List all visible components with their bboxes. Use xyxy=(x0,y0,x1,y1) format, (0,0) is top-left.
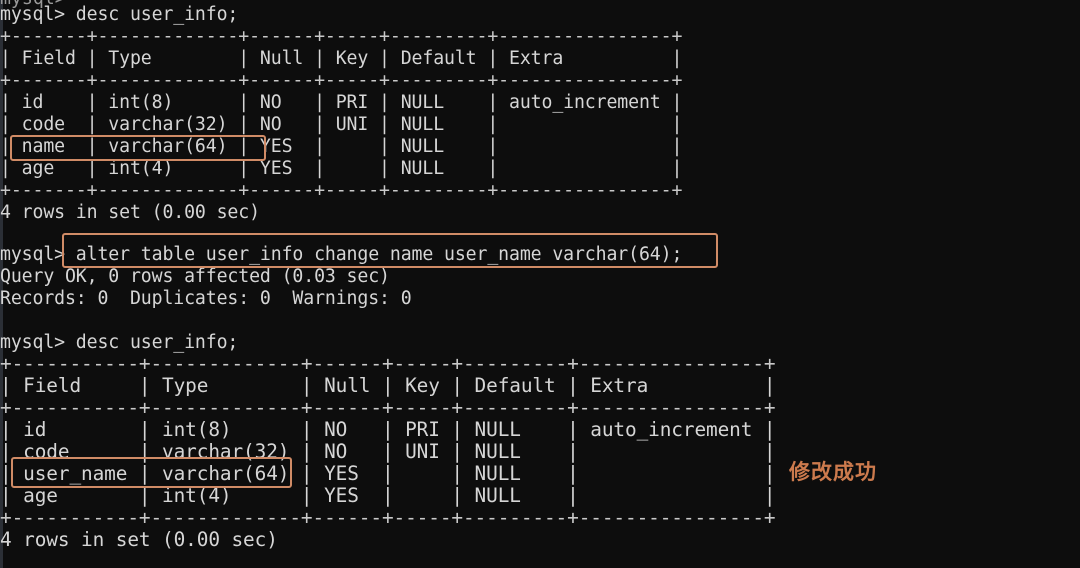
table1-rule-bottom: +-------+-------------+------+-----+----… xyxy=(0,180,683,201)
command-line-alter-table: mysql> alter table user_info change name… xyxy=(0,244,683,265)
table1-row-name: | name | varchar(64) | YES | | NULL | | xyxy=(0,136,683,157)
clipped-prompt-line: mysql> xyxy=(0,0,66,10)
table2-row-code: | code | varchar(32) | NO | UNI | NULL |… xyxy=(0,440,776,463)
table1-rule-header: +-------+-------------+------+-----+----… xyxy=(0,70,683,91)
table1-row-id: | id | int(8) | NO | PRI | NULL | auto_i… xyxy=(0,92,683,113)
terminal-left-gutter xyxy=(0,0,3,568)
table2-footer-rowcount: 4 rows in set (0.00 sec) xyxy=(0,528,278,551)
query-counters: Records: 0 Duplicates: 0 Warnings: 0 xyxy=(0,288,412,309)
annotation-modification-success: 修改成功 xyxy=(789,460,877,484)
table1-rule-top: +-------+-------------+------+-----+----… xyxy=(0,26,683,47)
table2-rule-header: +-----------+-------------+------+-----+… xyxy=(0,396,776,419)
table2-row-id: | id | int(8) | NO | PRI | NULL | auto_i… xyxy=(0,418,776,441)
table2-rule-bottom: +-----------+-------------+------+-----+… xyxy=(0,506,776,529)
command-line-desc-1: mysql> desc user_info; xyxy=(0,4,239,25)
table1-row-age: | age | int(4) | YES | | NULL | | xyxy=(0,158,683,179)
query-ok-status: Query OK, 0 rows affected (0.03 sec) xyxy=(0,266,390,287)
table2-row-age: | age | int(4) | YES | | NULL | | xyxy=(0,484,776,507)
table1-footer-rowcount: 4 rows in set (0.00 sec) xyxy=(0,202,260,223)
table2-row-user-name: | user_name | varchar(64) | YES | | NULL… xyxy=(0,462,776,485)
table1-header-row: | Field | Type | Null | Key | Default | … xyxy=(0,48,683,69)
table1-row-code: | code | varchar(32) | NO | UNI | NULL |… xyxy=(0,114,683,135)
table2-rule-top: +-----------+-------------+------+-----+… xyxy=(0,352,776,375)
command-line-desc-2: mysql> desc user_info; xyxy=(0,332,239,353)
table2-header-row: | Field | Type | Null | Key | Default | … xyxy=(0,374,776,397)
